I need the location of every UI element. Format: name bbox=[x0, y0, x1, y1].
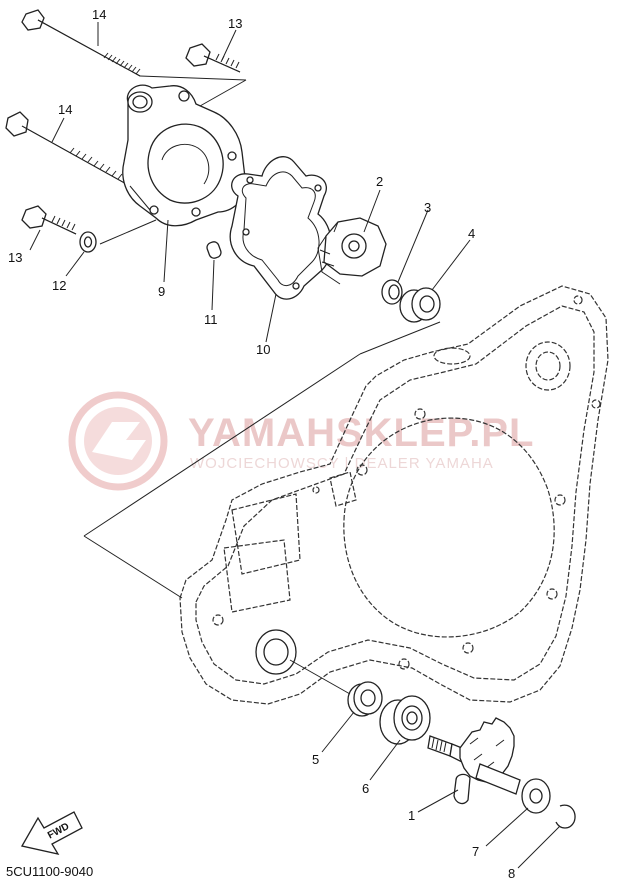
bearing-6 bbox=[379, 695, 431, 745]
dowel-pin bbox=[206, 241, 222, 259]
forward-arrow-icon: FWD bbox=[20, 811, 83, 855]
label-10: 10 bbox=[256, 342, 270, 357]
label-5: 5 bbox=[312, 752, 319, 767]
label-1: 1 bbox=[408, 808, 415, 823]
gasket bbox=[229, 156, 333, 300]
label-3: 3 bbox=[424, 200, 431, 215]
bearing-4 bbox=[399, 287, 441, 323]
washer-7 bbox=[521, 778, 551, 814]
circlip bbox=[555, 804, 576, 829]
washer-12 bbox=[79, 231, 97, 253]
bolt-long-upper bbox=[21, 9, 141, 77]
label-14-upper: 14 bbox=[92, 7, 106, 22]
label-13-lower: 13 bbox=[8, 250, 22, 265]
bolt-short-lower bbox=[21, 205, 77, 235]
label-4: 4 bbox=[468, 226, 475, 241]
label-2: 2 bbox=[376, 174, 383, 189]
bolt-short-upper bbox=[185, 43, 241, 73]
part-labels: 14 13 14 2 3 4 13 12 9 11 10 5 6 1 7 8 bbox=[8, 7, 515, 881]
label-6: 6 bbox=[362, 781, 369, 796]
label-14-lower: 14 bbox=[58, 102, 72, 117]
impeller bbox=[317, 217, 387, 285]
watermark: YAMAHSKLEP.PL WOJCIECHOWSCY | DEALER YAM… bbox=[68, 391, 534, 491]
label-7: 7 bbox=[472, 844, 479, 859]
diagram-code: 5CU1100-9040 bbox=[6, 864, 93, 879]
bolt-long-lower bbox=[5, 111, 131, 187]
label-9: 9 bbox=[158, 284, 165, 299]
label-12: 12 bbox=[52, 278, 66, 293]
watermark-title: YAMAHSKLEP.PL bbox=[188, 411, 534, 455]
label-8: 8 bbox=[508, 866, 515, 881]
watermark-subtitle: WOJCIECHOWSCY | DEALER YAMAHA bbox=[190, 455, 494, 472]
label-11: 11 bbox=[204, 312, 218, 327]
pump-shaft-gear bbox=[427, 717, 521, 805]
watermark-logo-icon bbox=[68, 391, 168, 491]
oil-seal-5 bbox=[347, 681, 383, 717]
oil-seal-3 bbox=[381, 279, 403, 305]
leader-lines bbox=[29, 22, 561, 869]
crankcase-cover bbox=[179, 285, 609, 705]
label-13-upper: 13 bbox=[228, 16, 242, 31]
water-pump-cover bbox=[122, 84, 247, 227]
